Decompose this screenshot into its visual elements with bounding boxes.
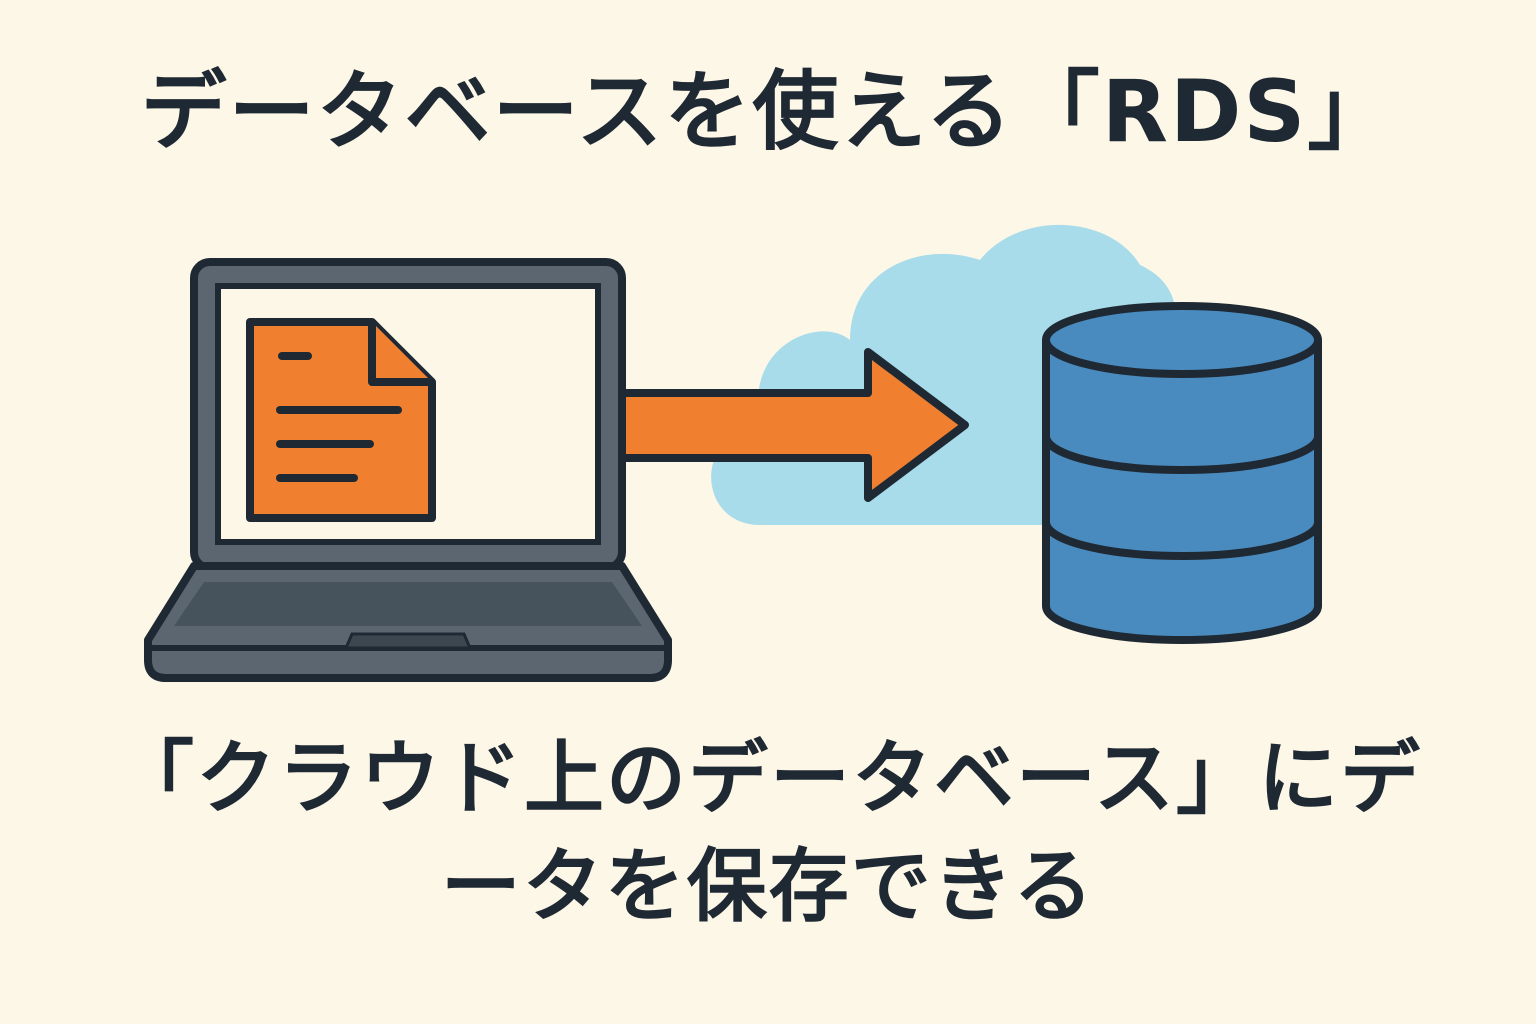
document-icon [246,318,436,522]
database-icon [1042,302,1322,644]
diagram-caption: 「クラウド上のデータベース」にデータを保存できる [114,732,1422,933]
page-title: データベースを使える「RDS」 [140,62,1396,162]
arrow-right-icon [616,348,969,502]
